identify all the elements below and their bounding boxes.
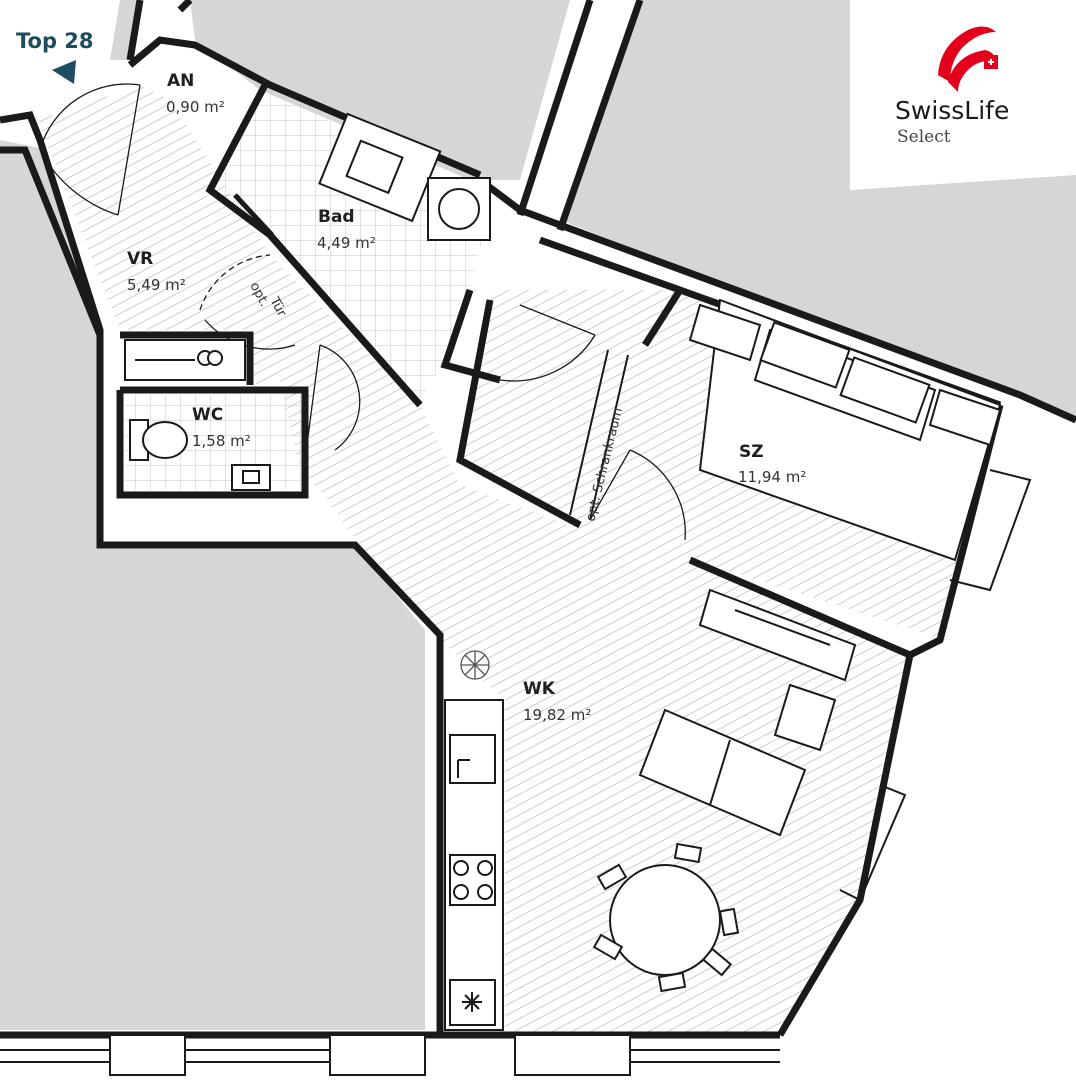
room-name-sz: SZ [739, 442, 764, 462]
floor-vr [38, 85, 460, 485]
kitchen [444, 699, 504, 1031]
room-area-bad: 4,49 m² [317, 234, 376, 252]
room-name-vr: VR [127, 249, 153, 269]
windows [0, 469, 1032, 1076]
room-area-an: 0,90 m² [166, 98, 225, 116]
wc-fixtures [129, 419, 271, 491]
floor-bad [210, 85, 490, 400]
room-name-wc: WC [192, 405, 223, 425]
plant-icon [460, 650, 490, 680]
bedroom-furniture [569, 298, 1002, 562]
swisslife-logo-icon [938, 26, 998, 92]
surrounding-areas [0, 0, 1076, 1030]
room-name-wk: WK [523, 679, 556, 699]
hall-wardrobe [124, 339, 246, 381]
room-name-an: AN [167, 71, 194, 91]
doors [39, 83, 686, 541]
brand-card: SwissLife Select [852, 0, 1076, 190]
brand-name: SwissLife [895, 96, 1009, 125]
brand-subtitle: Select [897, 127, 951, 147]
room-name-bad: Bad [318, 207, 355, 227]
room-area-wc: 1,58 m² [192, 432, 251, 450]
entrance-arrow-icon [52, 60, 76, 84]
room-area-wk: 19,82 m² [523, 706, 591, 724]
room-area-sz: 11,94 m² [738, 468, 806, 486]
living-furniture [592, 588, 857, 993]
room-labels: AN 0,90 m² VR 5,49 m² Bad 4,49 m² WC 1,5… [127, 71, 806, 724]
unit-label: Top 28 [16, 29, 94, 53]
unit-label-group: Top 28 [16, 29, 94, 84]
room-area-vr: 5,49 m² [127, 276, 186, 294]
bath-fixtures [233, 112, 491, 241]
